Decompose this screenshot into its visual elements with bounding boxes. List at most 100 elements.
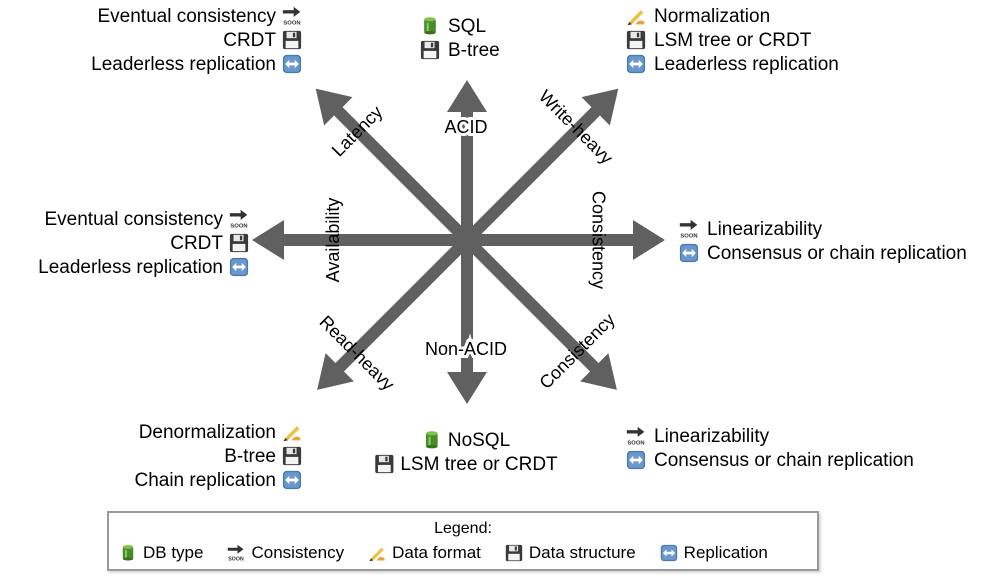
direction-arrows	[252, 80, 665, 404]
data-structure-icon	[626, 30, 646, 50]
legend: Legend: DB type Consistency Data format Dat…	[107, 511, 819, 571]
group-item: B-tree	[420, 40, 500, 61]
group-item-text: SQL	[448, 16, 486, 37]
group-item: Consensus or chain replication	[679, 243, 967, 264]
group-item: Leaderless replication	[626, 54, 839, 75]
group-item: Normalization	[627, 6, 770, 27]
legend-item: Replication	[660, 543, 768, 563]
data-structure-icon	[282, 446, 302, 466]
group-item: CRDT	[170, 233, 249, 254]
group-item: Leaderless replication	[91, 54, 302, 75]
group-item-text: Leaderless replication	[38, 257, 223, 278]
legend-item: Data structure	[505, 543, 636, 563]
group-item-text: Normalization	[654, 6, 770, 27]
group-item: LSM tree or CRDT	[375, 454, 558, 475]
data-format-icon	[627, 10, 645, 26]
data-format-icon	[369, 547, 385, 562]
group-item: NoSQL	[426, 430, 510, 451]
replication-icon	[282, 470, 302, 490]
group-item-text: B-tree	[224, 446, 276, 467]
group-item: Linearizability	[679, 219, 823, 240]
arrow-down	[447, 240, 487, 404]
legend-item-label: Data structure	[528, 543, 636, 562]
arrow-down-right	[462, 235, 617, 390]
group-item-text: Consensus or chain replication	[707, 243, 967, 264]
replication-icon	[679, 243, 699, 263]
group-item-text: Eventual consistency	[98, 6, 277, 27]
legend-item-label: Replication	[683, 543, 768, 562]
arrow-right	[467, 220, 665, 260]
group-item-text: B-tree	[448, 40, 500, 61]
group-top: SQL B-tree	[420, 16, 500, 61]
arrow-up-right	[462, 88, 619, 245]
axis-label-left: Availability	[323, 198, 343, 283]
legend-item: DB type	[119, 543, 203, 563]
legend-item-label: DB type	[143, 543, 204, 562]
legend-item-label: Consistency	[251, 543, 345, 562]
legend-item-label: Data format	[392, 543, 481, 562]
db-type-icon	[426, 431, 438, 449]
group-item-text: CRDT	[223, 30, 276, 51]
group-item-text: LSM tree or CRDT	[400, 454, 558, 475]
db-type-icon	[424, 17, 436, 35]
data-structure-icon	[375, 454, 394, 474]
legend-title: Legend:	[434, 520, 492, 537]
data-structure-icon	[420, 40, 440, 60]
group-item-text: CRDT	[170, 233, 223, 254]
group-item-text: Eventual consistency	[45, 209, 224, 230]
data-structure-icon	[505, 544, 523, 562]
replication-icon	[229, 257, 249, 277]
group-item: CRDT	[223, 30, 302, 51]
consistency-icon	[228, 544, 245, 562]
group-item: Eventual consistency	[45, 209, 248, 230]
arrow-down-left	[317, 235, 472, 390]
consistency-icon	[679, 219, 698, 239]
axis-label-up: ACID	[444, 117, 487, 137]
group-item: SQL	[424, 16, 486, 37]
group-item-text: Linearizability	[707, 219, 823, 240]
group-item: B-tree	[224, 446, 302, 467]
arrow-left	[252, 220, 467, 260]
arrow-up	[447, 80, 487, 240]
axis-label-right: Consistency	[588, 191, 608, 289]
consistency-icon	[626, 426, 645, 446]
consistency-icon	[229, 209, 248, 229]
group-item: LSM tree or CRDT	[626, 30, 812, 51]
db-type-icon	[122, 545, 134, 561]
replication-icon	[626, 54, 646, 74]
group-item: Leaderless replication	[38, 257, 249, 278]
group-item: Chain replication	[134, 470, 302, 491]
group-item-text: Leaderless replication	[91, 54, 276, 75]
data-format-icon	[283, 426, 301, 442]
group-item-text: Denormalization	[139, 422, 276, 443]
arrow-up-left	[315, 88, 472, 245]
replication-icon	[282, 54, 302, 74]
group-item: Consensus or chain replication	[626, 450, 914, 471]
consistency-icon	[282, 6, 301, 26]
axis-label-down: Non-ACID	[425, 339, 507, 359]
group-item: Denormalization	[139, 422, 301, 443]
legend-items: DB type Consistency Data format Data struct…	[119, 543, 792, 563]
group-bottom: NoSQL LSM tree or CRDT	[375, 430, 558, 475]
replication-icon	[626, 450, 646, 470]
data-structure-icon	[282, 30, 302, 50]
legend-item: Consistency	[227, 543, 344, 563]
group-item-text: Consensus or chain replication	[654, 450, 914, 471]
replication-icon	[660, 544, 677, 562]
group-item-text: LSM tree or CRDT	[654, 30, 812, 51]
legend-item: Data format	[368, 543, 481, 563]
group-item: Linearizability	[626, 426, 770, 447]
group-item-text: Leaderless replication	[654, 54, 839, 75]
group-item-text: Chain replication	[134, 470, 276, 491]
group-item-text: NoSQL	[448, 430, 510, 451]
group-item: Eventual consistency	[98, 6, 301, 27]
group-item-text: Linearizability	[654, 426, 770, 447]
